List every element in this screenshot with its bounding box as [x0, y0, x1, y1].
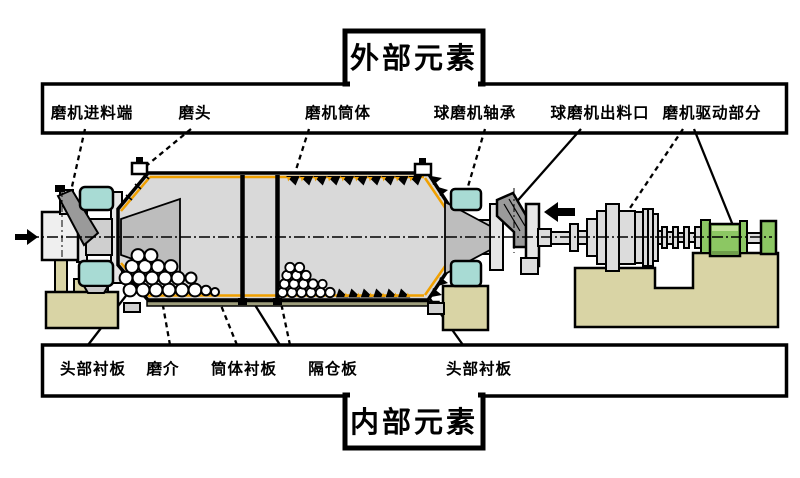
feed-pipe-cap [55, 185, 65, 192]
feed-support-leg [54, 257, 68, 297]
label-mill-head: 磨头 [177, 103, 211, 122]
shell-cap-left [130, 161, 149, 176]
internal-elements-frame: 内部元素 [40, 343, 789, 451]
liner-teeth-bottom [336, 288, 411, 298]
motor-end-block [759, 219, 778, 256]
internal-title: 内部元素 [350, 405, 478, 439]
label-mill-shell: 磨机筒体 [304, 103, 371, 122]
label-drive-section: 磨机驱动部分 [661, 103, 761, 122]
left-bearing-top [78, 185, 115, 212]
label-mill-bearing: 球磨机轴承 [434, 103, 517, 122]
external-title: 外部元素 [350, 41, 478, 75]
label-head-liner-right: 头部衬板 [446, 359, 512, 378]
label-feed-end: 磨机进料端 [50, 103, 134, 122]
label-diaphragm: 隔仓板 [308, 359, 358, 378]
shell-foot-right [427, 302, 445, 315]
discharge-end [444, 187, 541, 288]
left-bearing-seat [82, 285, 110, 294]
shell-bolt-right [419, 158, 426, 164]
left-bearing [77, 185, 115, 294]
drive-motor [700, 219, 778, 258]
right-bearing-pedestal [441, 284, 490, 332]
discharge-flow-arrow-icon [544, 202, 575, 222]
discharge-bracket [520, 257, 539, 275]
shell-bolt-left [136, 157, 143, 163]
shell-bottom-strip [146, 300, 440, 307]
internal-labels: 头部衬板 磨介 筒体衬板 隔仓板 头部衬板 [60, 359, 512, 378]
shell-cap-right [413, 162, 433, 177]
external-label-band [40, 82, 789, 135]
ball-charge-compartment-2 [276, 261, 336, 299]
discharge-cone [444, 200, 491, 276]
internal-label-band [40, 343, 789, 398]
pedestals [44, 251, 780, 332]
motor-shaft [746, 232, 762, 244]
right-bearing-top [449, 187, 483, 212]
external-labels: 磨机进料端 磨头 磨机筒体 球磨机轴承 球磨机出料口 磨机驱动部分 [50, 103, 761, 122]
left-pedestal [44, 290, 120, 330]
label-head-liner-left: 头部衬板 [60, 359, 126, 378]
label-discharge-port: 球磨机出料口 [550, 103, 649, 122]
feed-flow-arrow-icon [15, 229, 38, 245]
ball-charge-compartment-1 [118, 248, 220, 298]
left-bearing-bottom [77, 259, 115, 288]
feed-spout [56, 188, 100, 247]
external-elements-frame: 外部元素 [40, 28, 789, 135]
label-grinding-media: 磨介 [145, 359, 179, 378]
label-shell-liner: 筒体衬板 [210, 359, 277, 378]
drive-pedestal [573, 251, 780, 329]
right-bearing-bottom [449, 259, 483, 288]
shell-foot-left [123, 302, 141, 313]
liner-teeth-top [286, 176, 422, 186]
ball-mill-machine [15, 157, 780, 332]
